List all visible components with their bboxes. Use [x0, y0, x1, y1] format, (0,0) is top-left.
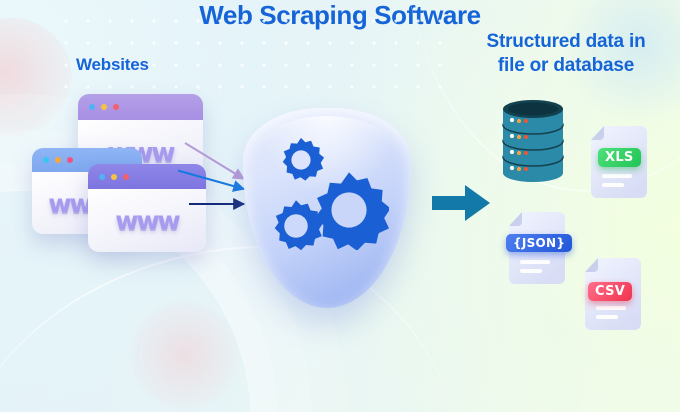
window-dot-red	[123, 173, 129, 180]
window-dot-blue	[99, 173, 105, 180]
window-dot-red	[113, 104, 119, 110]
web-scraping-shield	[243, 108, 411, 308]
window-dot-yellow	[111, 173, 117, 180]
browser-title-bar	[88, 164, 206, 189]
gear-medium-icon	[282, 137, 325, 181]
structured-data-label: Structured data in file or database	[466, 30, 666, 78]
window-dot-blue	[43, 157, 49, 163]
browser-window-front: www	[88, 164, 206, 252]
browser-body: www	[88, 189, 206, 252]
background-dot-grid	[55, 10, 455, 105]
structured-data-line-1: Structured data in	[486, 31, 646, 52]
window-dot-blue	[89, 104, 95, 110]
website-to-shield-arrows	[178, 142, 246, 210]
window-dot-yellow	[101, 104, 107, 110]
arrow-blue	[178, 169, 246, 192]
xls-file-icon: XLS	[590, 126, 648, 198]
www-text: www	[115, 206, 180, 235]
window-dot-red	[67, 157, 73, 163]
browser-title-bar	[78, 94, 203, 120]
csv-file-icon: CSV	[584, 258, 642, 330]
arrow-purple	[184, 142, 246, 180]
json-badge: {JSON}	[506, 234, 573, 252]
gear-small-icon	[274, 200, 323, 251]
csv-badge: CSV	[588, 282, 633, 301]
structured-data-line-2: file or database	[497, 55, 635, 76]
websites-label: Websites	[76, 55, 149, 74]
json-file-icon: {JSON}	[506, 212, 573, 284]
database-cylinder-icon	[502, 100, 564, 182]
xls-badge: XLS	[598, 148, 641, 167]
gear-large-icon	[315, 172, 389, 250]
window-dot-yellow	[55, 157, 61, 163]
arrow-teal-output	[432, 185, 490, 221]
